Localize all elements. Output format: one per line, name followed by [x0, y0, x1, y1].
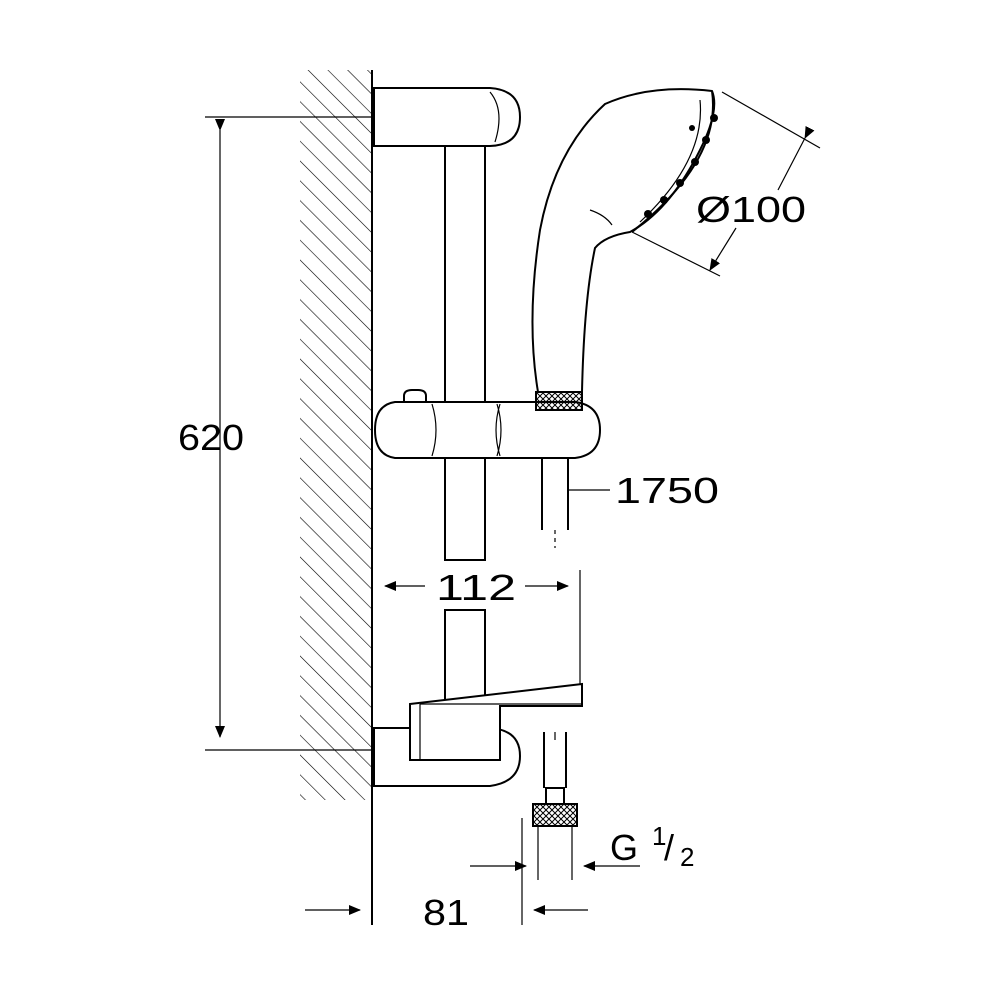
dimension-diameter-label: Ø100	[696, 189, 806, 230]
shower-hose	[541, 458, 569, 548]
hose-nut-knurled	[532, 803, 578, 827]
hand-shower	[531, 88, 718, 411]
dimension-height-label: 620	[178, 417, 244, 458]
hose-connector	[532, 732, 578, 880]
dimension-projection-label: 112	[436, 567, 516, 608]
hand-shower-knurled-ring	[535, 391, 583, 411]
dimension-wall-offset: 81	[305, 818, 588, 933]
slider-holder	[373, 389, 602, 459]
dimension-hose-length-label: 1750	[615, 470, 719, 511]
dimension-diameter: Ø100	[631, 91, 821, 277]
top-bracket	[373, 87, 522, 147]
dimension-thread-denominator: 2	[680, 842, 694, 872]
dimension-projection: 112	[384, 567, 581, 684]
dimension-thread-label: G	[610, 827, 638, 868]
wall	[300, 70, 373, 925]
dimension-thread-numerator: 1	[652, 821, 666, 851]
dimension-height: 620	[178, 116, 372, 751]
dimension-hose-length: 1750	[568, 470, 719, 511]
dimension-wall-offset-label: 81	[423, 892, 469, 933]
dimension-thread: G 1 / 2	[470, 821, 694, 872]
bottom-bracket	[373, 682, 583, 787]
dimension-thread-slash: /	[664, 827, 674, 868]
